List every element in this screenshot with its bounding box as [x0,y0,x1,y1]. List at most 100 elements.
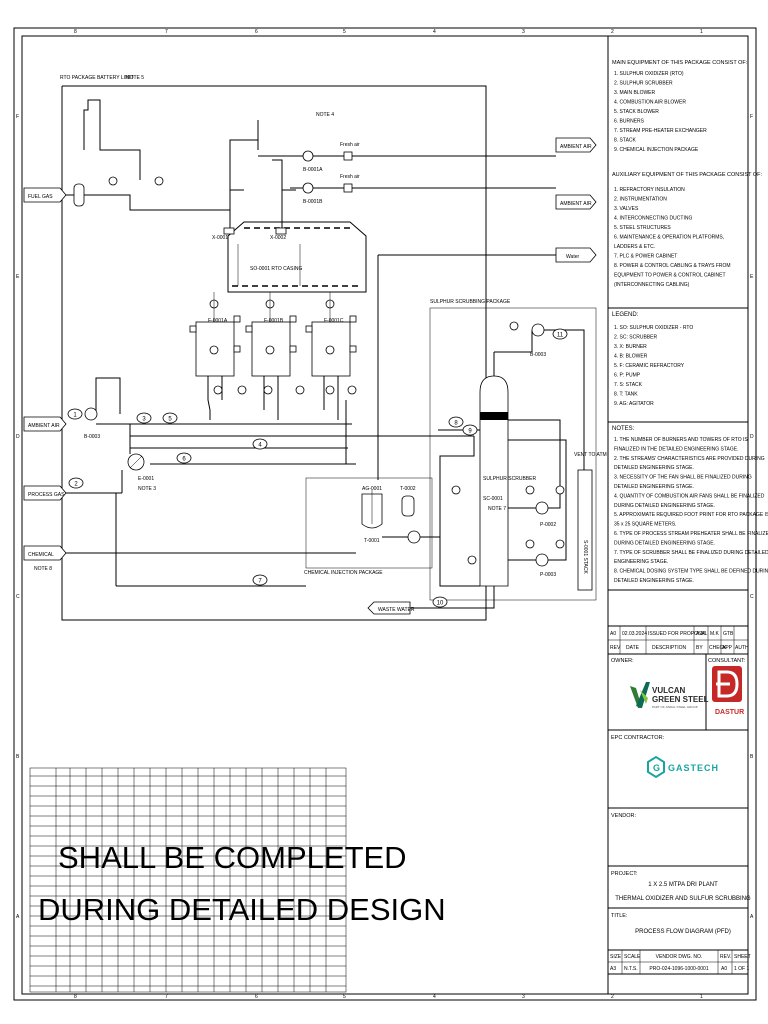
column-label: 2 [611,994,614,1000]
column-label: 1 [700,29,703,35]
rev-header: APP [722,645,733,651]
svg-text:T-0001: T-0001 [364,538,380,544]
aux-equipment-item: EQUIPMENT TO POWER & CONTROL CABINET [614,273,726,279]
note-item: 6. TYPE OF PROCESS STREAM PREHEATER SHAL… [614,531,768,537]
rev-date: 02.03.2024 [622,631,647,637]
rev-app: GTB [723,631,734,637]
column-label: 5 [343,994,346,1000]
svg-text:B-0003: B-0003 [530,352,546,358]
svg-text:WASTE WATER: WASTE WATER [378,607,415,613]
main-equipment-item: 5. STACK BLOWER [614,109,659,115]
stream-chemical [23,545,67,561]
svg-text:G: G [653,763,660,773]
stream-bubble: 5 [162,412,178,424]
row-label: A [750,914,754,920]
aux-equipment-item: 1. REFRACTORY INSULATION [614,187,685,193]
main-equipment-item: 3. MAIN BLOWER [614,90,656,96]
main-equipment-item: 8. STACK [614,138,637,144]
stream-bubble: 6 [176,452,192,464]
column-label: 8 [74,29,77,35]
legend-item: 9. AG: AGITATOR [614,401,654,407]
column-label: 5 [343,29,346,35]
main-equipment-item: 7. STREAM PRE-HEATER EXCHANGER [614,128,707,134]
svg-text:A0: A0 [721,966,727,972]
notes-list: 1. THE NUMBER OF BURNERS AND TOWERS OF R… [614,437,768,584]
legend-title: LEGEND: [612,312,639,318]
note-item: DURING DETAILED ENGINEERING STAGE. [614,540,715,546]
svg-text:Fresh air: Fresh air [340,142,360,148]
note-item: 1. THE NUMBER OF BURNERS AND TOWERS OF R… [614,437,748,443]
svg-text:SIZE: SIZE [610,954,622,960]
right-panel [607,35,749,995]
column-label: 4 [433,29,436,35]
svg-text:NOTE 3: NOTE 3 [138,486,156,492]
stamp-line1: SHALL BE COMPLETED [58,840,407,875]
column-label: 6 [255,994,258,1000]
svg-text:B-0001B: B-0001B [303,199,323,205]
stream-ambient-air-2 [555,194,597,210]
svg-text:VULCAN: VULCAN [652,686,686,695]
svg-text:SO-0001 RTO CASING: SO-0001 RTO CASING [250,266,302,272]
stream-bubble: 10 [432,596,448,608]
revision-table: A0 02.03.2024 ISSUED FOR PROPOSAL A.M M.… [607,625,749,655]
stream-ambient-air-in [23,416,67,432]
svg-text:SC-0001: SC-0001 [483,496,503,502]
svg-text:REV.: REV. [720,954,731,960]
note-item: 3. NECESSITY OF THE FAN SHALL BE FINALIZ… [614,475,752,481]
aux-equipment-item: (INTERCONNECTING CABLING) [614,282,690,288]
note-item: 35 x 25 SQUARE METERS. [614,522,677,528]
gastech-logo: G GASTECH [647,755,718,779]
consultant-label: CONSULTANT: [708,658,746,664]
rev-header: DATE [626,645,640,651]
stream-waste-water [367,601,411,615]
aux-equipment-item: 6. MAINTENANCE & OPERATION PLATFORMS, [614,235,724,241]
stream-bubble: 1 [67,408,83,420]
svg-text:F-0001B: F-0001B [264,318,284,324]
main-equipment-list: 1. SULPHUR OXIDIZER (RTO)2. SULPHUR SCRU… [614,71,707,153]
aux-equipment-item: 5. STEEL STRUCTURES [614,225,671,231]
row-label: E [16,274,20,280]
column-label: 2 [611,29,614,35]
rev-by: A.M [696,631,705,637]
column-label: 6 [255,29,258,35]
svg-text:CHEMICAL INJECTION PACKAGE: CHEMICAL INJECTION PACKAGE [304,570,383,576]
svg-text:VENDOR DWG. NO.: VENDOR DWG. NO. [656,954,703,960]
note-item: DETAILED ENGINEERING STAGE. [614,465,694,471]
project-line2: THERMAL OXIDIZER AND SULFUR SCRUBBING [615,896,751,902]
svg-text:NOTE 4: NOTE 4 [316,112,334,118]
vulcan-logo: VULCAN GREEN STEEL PART OF JINDAL STEEL … [630,682,709,709]
stream-bubble: 3 [136,412,152,424]
legend-item: 6. P: PUMP [614,373,641,379]
svg-text:P-0003: P-0003 [540,572,556,578]
svg-text:NOTE 5: NOTE 5 [126,75,144,81]
column-label: 8 [74,994,77,1000]
svg-text:AG-0001: AG-0001 [362,486,382,492]
svg-text:PRO-024-1096-1000-0001: PRO-024-1096-1000-0001 [649,966,708,972]
svg-text:S-0001 STACK: S-0001 STACK [582,540,588,574]
column-label: 1 [700,994,703,1000]
svg-text:RTO PACKAGE BATTERY LIMIT: RTO PACKAGE BATTERY LIMIT [60,75,134,81]
svg-text:FUEL GAS: FUEL GAS [28,194,53,200]
stream-bubble: 8 [448,416,464,428]
chemical-injection-package [305,477,433,569]
main-equipment-item: 2. SULPHUR SCRUBBER [614,81,673,87]
column-label: 4 [433,994,436,1000]
svg-text:1 OF 1: 1 OF 1 [734,966,750,972]
rev-header: AUTH [735,645,749,651]
svg-text:11: 11 [557,333,564,339]
aux-equipment-title: AUXILIARY EQUIPMENT OF THIS PACKAGE CONS… [612,172,763,178]
legend-item: 5. F: CERAMIC REFRACTORY [614,363,685,369]
stream-water [555,247,597,263]
note-item: 4. QUANTITY OF COMBUSTION AIR FANS SHALL… [614,493,765,499]
svg-text:DASTUR: DASTUR [715,709,744,716]
svg-text:T-0002: T-0002 [400,486,416,492]
svg-text:PART OF JINDAL STEEL GROUP: PART OF JINDAL STEEL GROUP [652,705,698,709]
rev-value: A0 [610,631,616,637]
title-text: PROCESS FLOW DIAGRAM (PFD) [635,929,731,935]
note-item: 5. APPROXIMATE REQUIRED FOOT PRINT FOR R… [614,512,768,518]
row-label: B [16,754,20,760]
